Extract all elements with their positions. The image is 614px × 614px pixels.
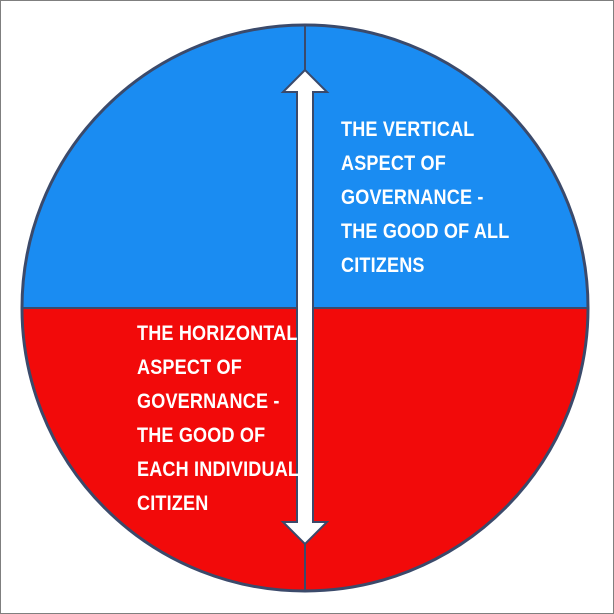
circle-outline xyxy=(20,23,590,593)
horizontal-aspect-line: EACH INDIVIDUAL xyxy=(137,458,300,481)
horizontal-aspect-line: ASPECT OF xyxy=(137,356,242,379)
vertical-aspect-line: THE VERTICAL xyxy=(341,118,475,141)
vertical-aspect-line: THE GOOD OF ALL xyxy=(341,220,510,243)
horizontal-aspect-line: THE HORIZONTAL xyxy=(137,322,298,345)
horizontal-aspect-line: THE GOOD OF xyxy=(137,424,266,447)
horizontal-aspect-label: THE HORIZONTAL ASPECT OF GOVERNANCE - TH… xyxy=(137,317,299,521)
vertical-aspect-line: GOVERNANCE - xyxy=(341,186,484,209)
double-headed-vertical-arrow-icon xyxy=(280,68,330,546)
horizontal-aspect-line: GOVERNANCE - xyxy=(137,390,280,413)
horizontal-aspect-line: CITIZEN xyxy=(137,492,209,515)
vertical-aspect-line: CITIZENS xyxy=(341,254,425,277)
vertical-aspect-line: ASPECT OF xyxy=(341,152,446,175)
vertical-aspect-label: THE VERTICAL ASPECT OF GOVERNANCE - THE … xyxy=(341,113,509,283)
